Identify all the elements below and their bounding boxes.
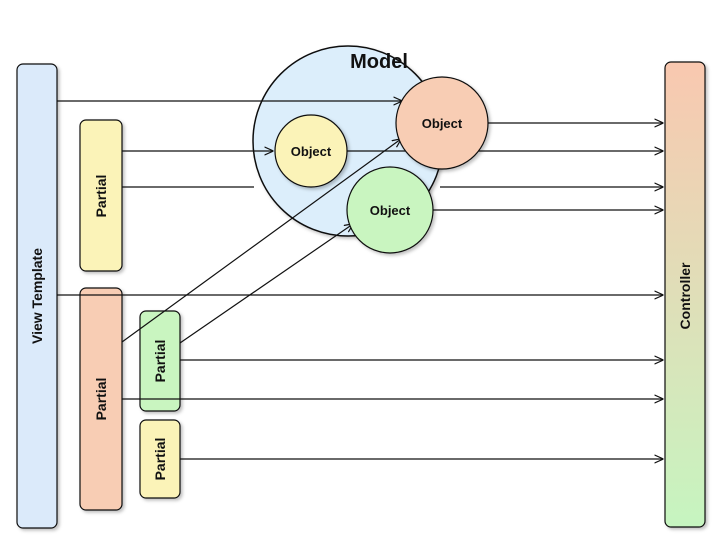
partial-label-yellow-bottom: Partial	[152, 438, 168, 481]
partial-box-green	[139, 310, 181, 412]
connectors	[57, 101, 663, 459]
object-circle-salmon	[395, 76, 489, 170]
controller-box	[664, 61, 706, 528]
controller-label: Controller	[677, 262, 693, 329]
arrow-green-partial-to-object-green	[179, 224, 353, 344]
view-template-label: View Template	[29, 248, 45, 344]
partial-label-yellow-top: Partial	[93, 175, 109, 218]
object-circle-yellow	[274, 114, 348, 188]
arrow-salmon-partial-to-object-salmon	[121, 139, 401, 343]
partial-label-green: Partial	[152, 340, 168, 383]
partial-label-salmon: Partial	[93, 378, 109, 421]
view-template-box	[16, 63, 58, 529]
model-label: Model	[350, 51, 408, 73]
object-label-green: Object	[370, 203, 411, 218]
object-circle-green	[346, 166, 434, 254]
object-label-yellow: Object	[291, 144, 332, 159]
partial-box-yellow-top	[79, 119, 123, 272]
object-label-salmon: Object	[422, 116, 463, 131]
